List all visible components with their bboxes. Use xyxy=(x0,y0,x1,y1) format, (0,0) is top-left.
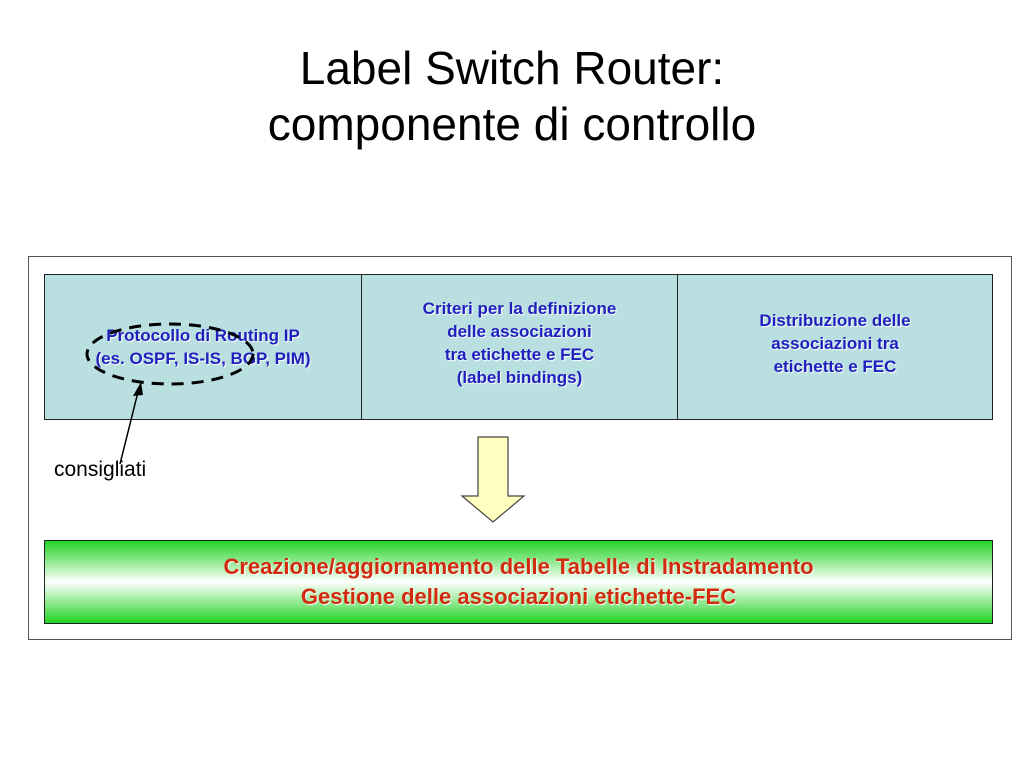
box-line: tra etichette e FEC xyxy=(444,345,595,364)
slide-title: Label Switch Router: componente di contr… xyxy=(0,40,1024,152)
result-box: Creazione/aggiornamento delle Tabelle di… xyxy=(44,540,993,624)
box-line: associazioni tra xyxy=(771,334,899,353)
binding-distribution-box: Distribuzione delle associazioni tra eti… xyxy=(677,274,993,420)
routing-protocol-box: Protocollo di Routing IP (es. OSPF, IS-I… xyxy=(44,274,362,420)
title-line-1: Label Switch Router: xyxy=(299,42,725,94)
box-line: Protocollo di Routing IP xyxy=(106,326,300,345)
title-line-2: componente di controllo xyxy=(267,98,757,150)
box-line: Criteri per la definizione xyxy=(422,299,617,318)
result-line-2: Gestione delle associazioni etichette-FE… xyxy=(300,584,737,609)
box-line: delle associazioni xyxy=(447,322,592,341)
box-line: Distribuzione delle xyxy=(759,311,911,330)
binding-criteria-box: Criteri per la definizione delle associa… xyxy=(361,274,678,420)
box-line: (es. OSPF, IS-IS, BGP, PIM) xyxy=(95,349,311,368)
box-line: (label bindings) xyxy=(456,368,583,387)
diagram-frame xyxy=(28,256,1012,640)
box-line: etichette e FEC xyxy=(773,357,897,376)
result-line-1: Creazione/aggiornamento delle Tabelle di… xyxy=(223,554,814,579)
recommended-annotation: consigliati xyxy=(54,458,147,481)
